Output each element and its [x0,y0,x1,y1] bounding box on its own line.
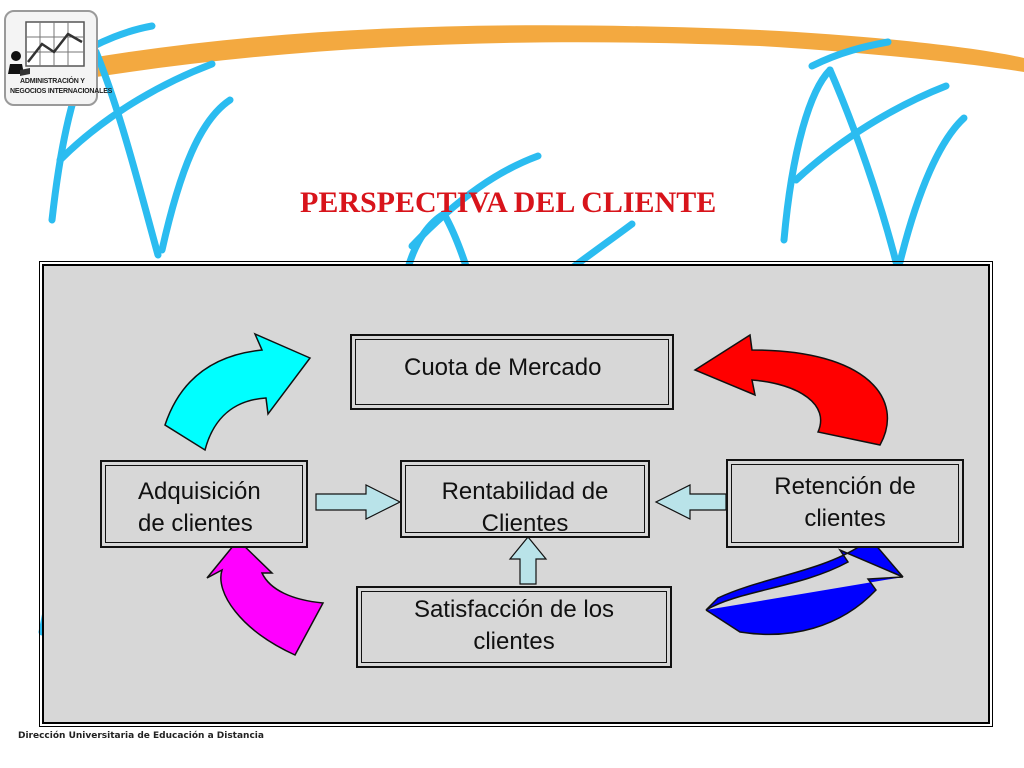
retencion-line2: clientes [804,505,886,532]
deco-stroke [808,38,892,70]
footer-text: Dirección Universitaria de Educación a D… [18,731,264,741]
rentabilidad-line2: Clientes [481,510,569,537]
small-arrow-right [315,484,402,520]
retencion-line1: Retención de [774,473,916,500]
small-arrow-left [654,484,727,520]
rentabilidad-line1: Rentabilidad de [441,478,609,505]
box-satisfaccion: Satisfacción de los clientes [356,586,672,668]
box-retencion: Retención de clientes [726,459,964,548]
deco-stroke [56,60,216,164]
adquisicion-line2: de clientes [138,510,253,537]
cyan-curved-arrow [164,332,312,452]
institution-logo: ADMINISTRACIÓN Y NEGOCIOS INTERNACIONALE… [4,10,113,106]
deco-stroke [792,82,950,184]
box-adquisicion: Adquisición de clientes [100,460,308,548]
deco-stroke [826,66,900,266]
deco-stroke [896,114,968,266]
box-rentabilidad: Rentabilidad de Clientes [400,460,650,538]
cuota-label: Cuota de Mercado [404,354,602,381]
logo-text-line2: NEGOCIOS INTERNACIONALES [10,88,113,95]
red-curved-arrow [693,333,889,446]
magenta-curved-arrow [206,538,325,656]
satisfaccion-line2: clientes [473,628,555,655]
deco-stroke [780,66,834,244]
logo-text-line1: ADMINISTRACIÓN Y [20,78,85,85]
deco-stroke [92,48,162,259]
satisfaccion-line1: Satisfacción de los [413,596,615,623]
box-cuota-mercado: Cuota de Mercado [350,334,674,410]
orange-band [90,25,1024,78]
deco-stroke [568,220,636,272]
small-arrow-up [508,536,548,585]
blue-curved-arrow [705,534,904,636]
adquisicion-line1: Adquisición [138,478,261,505]
deco-stroke [158,96,234,254]
page-title: PERSPECTIVA DEL CLIENTE [300,186,717,219]
deco-stroke [408,152,542,250]
